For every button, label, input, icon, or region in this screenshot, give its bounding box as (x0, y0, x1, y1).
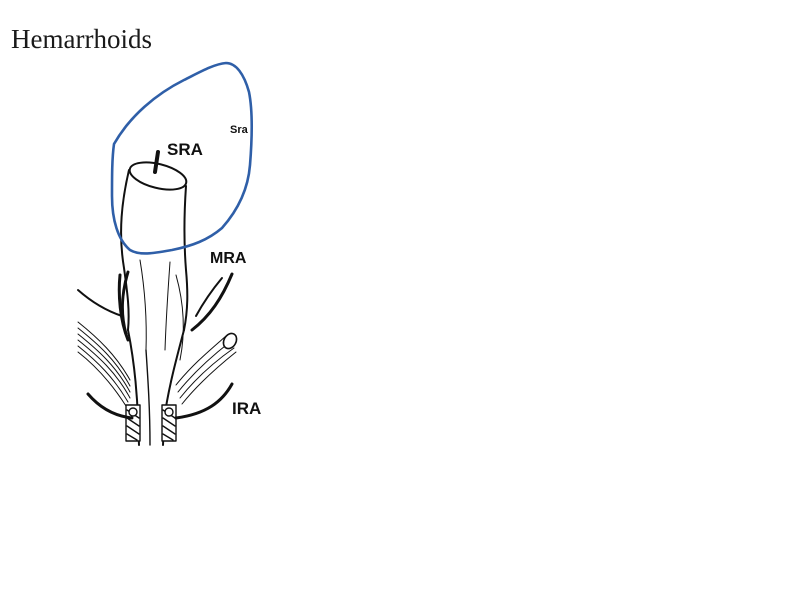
sra-label: SRA (167, 140, 203, 159)
ira-artery-left (86, 392, 134, 420)
mra-label: MRA (210, 250, 247, 267)
rectum-opening (128, 161, 188, 191)
annotation-loop (110, 61, 254, 255)
rectum-right-wall (183, 185, 189, 331)
sra-artery (153, 150, 160, 174)
rectum-illustration (77, 161, 238, 446)
sra-annotation: Sra (230, 124, 249, 136)
mra-artery-left (120, 270, 130, 336)
ira-label: IRA (232, 399, 261, 418)
sphincter-right (161, 404, 177, 442)
mra-artery-right (190, 272, 234, 332)
ira-artery-right (174, 382, 234, 420)
left-muscle-fibres (77, 321, 131, 407)
page-title: Hemarrhoids (11, 24, 152, 54)
rectum-left-wall (120, 169, 130, 331)
arteries (86, 150, 234, 420)
sphincter-left (125, 404, 141, 442)
